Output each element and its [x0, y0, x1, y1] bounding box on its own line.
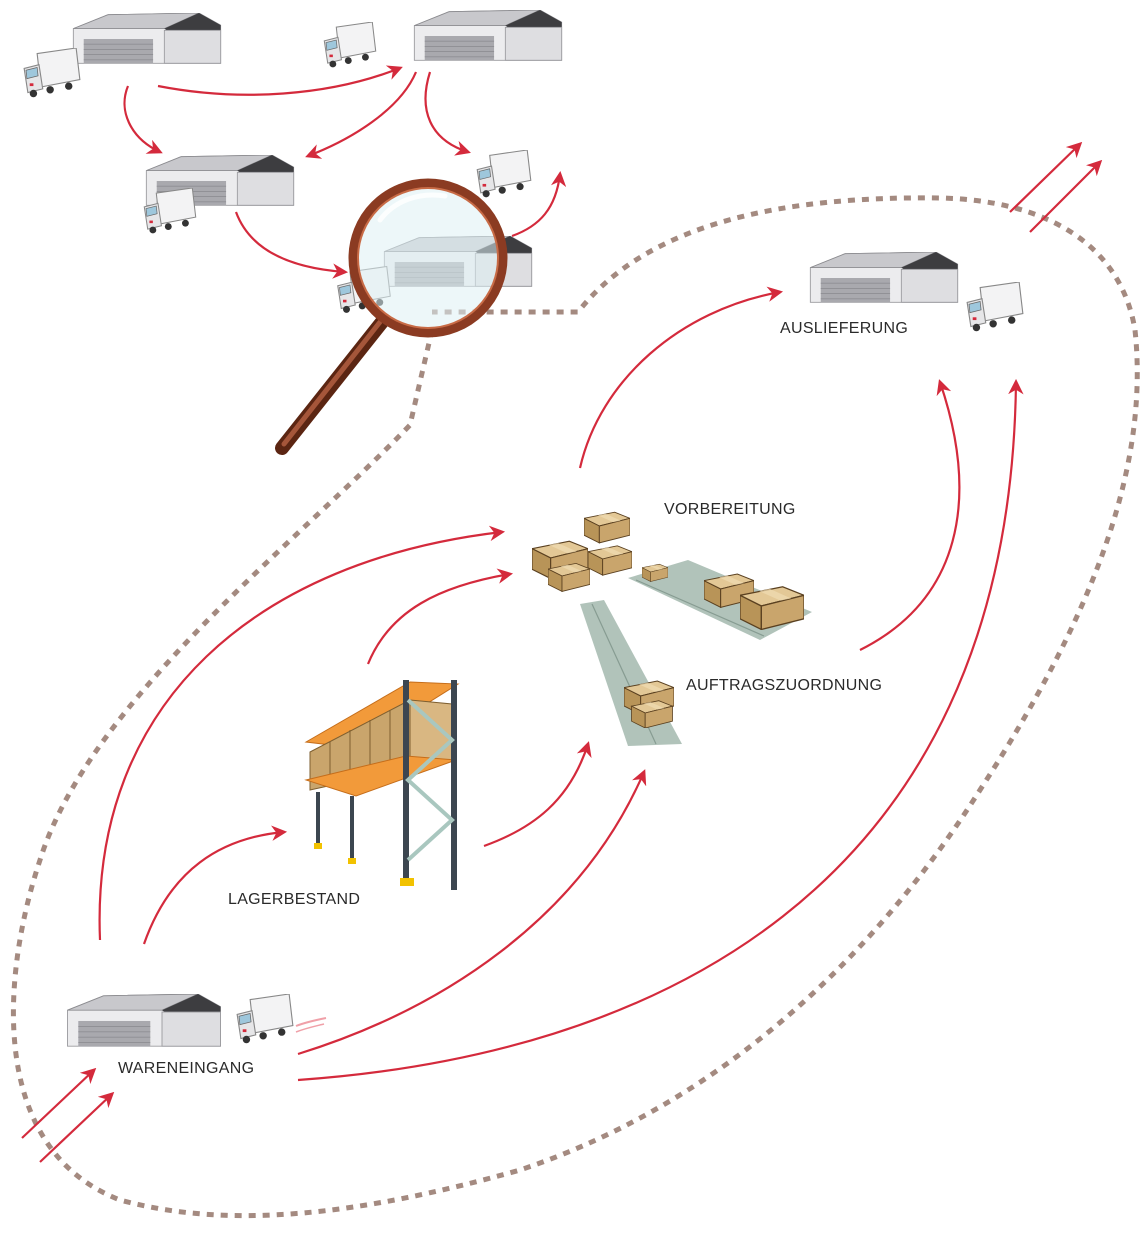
- auslieferung-label: AUSLIEFERUNG: [780, 320, 909, 337]
- auftragszuordnung-label: AUFTRAGSZUORDNUNG: [686, 677, 883, 694]
- flow-arrow: [297, 769, 647, 1056]
- flow-arrow: [305, 71, 418, 159]
- process-boundary: [10, 195, 1140, 1219]
- conveyor-icon: [580, 600, 682, 746]
- truck-icon: [23, 48, 81, 98]
- flow-arrow: [234, 211, 349, 279]
- flow-arrow: [39, 1091, 115, 1163]
- flow-arrow: [1009, 141, 1083, 213]
- vorbereitung-label: VORBEREITUNG: [664, 501, 796, 518]
- warehouse-icon: [72, 13, 222, 64]
- flow-arrow: [424, 71, 471, 156]
- flow-arrow: [578, 286, 784, 469]
- flow-arrow: [21, 1067, 97, 1139]
- flow-arrow: [123, 85, 163, 154]
- flow-arrow: [366, 568, 514, 665]
- box-icon: [532, 511, 632, 592]
- flow-arrow: [1029, 159, 1103, 233]
- flow-arrow: [157, 65, 403, 96]
- flow-arrow: [483, 741, 592, 848]
- truck-icon: [236, 994, 294, 1044]
- magnifier-icon: [275, 178, 508, 455]
- pallet-rack-icon: [304, 680, 460, 890]
- truck-icon: [966, 282, 1024, 332]
- lagerbestand-label: LAGERBESTAND: [228, 891, 361, 908]
- warehouse-icon: [66, 994, 222, 1047]
- wareneingang-label: WARENEINGANG: [118, 1060, 255, 1077]
- flow-arrow: [859, 379, 961, 651]
- flow-arrow: [142, 825, 288, 945]
- truck-icon: [476, 150, 532, 198]
- box-icon: [624, 680, 674, 728]
- warehouse-icon: [809, 252, 959, 303]
- truck-icon: [323, 22, 377, 68]
- warehouse-icon: [413, 10, 563, 61]
- flow-arrow: [511, 170, 567, 238]
- flow-arrow: [297, 378, 1024, 1082]
- flow-arrow: [98, 525, 506, 941]
